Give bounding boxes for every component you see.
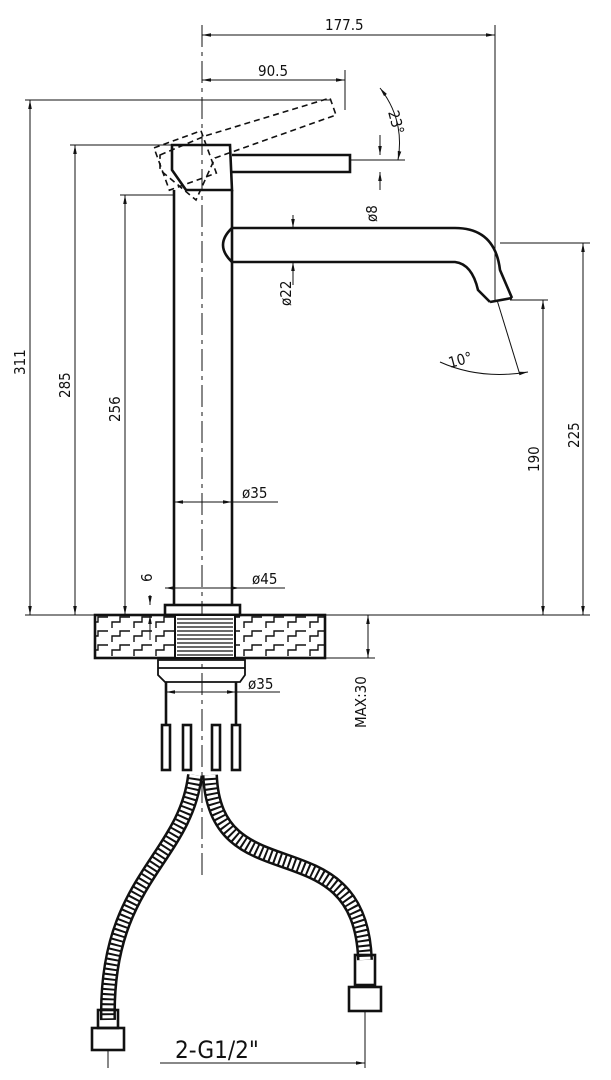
dim-spout-dia: ø22 [277, 281, 295, 306]
dim-max-deck: MAX:30 [352, 676, 370, 728]
handle [152, 97, 352, 202]
dim-total-height: 311 [11, 349, 29, 375]
dim-flange-dia: ø45 [252, 570, 277, 588]
dim-handle-dia: ø8 [363, 205, 381, 222]
mounting-nut [157, 659, 246, 772]
dim-handle-angle: 23° [384, 108, 408, 136]
dim-total-reach: 177.5 [325, 16, 364, 34]
dim-spout-top-height: 225 [565, 422, 583, 448]
dimension-lines [25, 25, 590, 1068]
spout [221, 226, 514, 304]
dim-body-dia: ø35 [242, 484, 267, 502]
dim-spout-angle: 10° [446, 348, 474, 372]
dim-handle-reach: 90.5 [258, 62, 288, 80]
dim-connection: 2-G1/2" [175, 1036, 259, 1064]
flexible-hoses [90, 773, 383, 1052]
countertop [93, 613, 327, 660]
dim-shank-dia: ø35 [248, 675, 273, 693]
dim-outlet-height: 190 [525, 446, 543, 472]
dim-flange-thickness: 6 [138, 573, 156, 582]
dim-body-height: 256 [106, 396, 124, 422]
dim-handle-height: 285 [56, 372, 74, 398]
